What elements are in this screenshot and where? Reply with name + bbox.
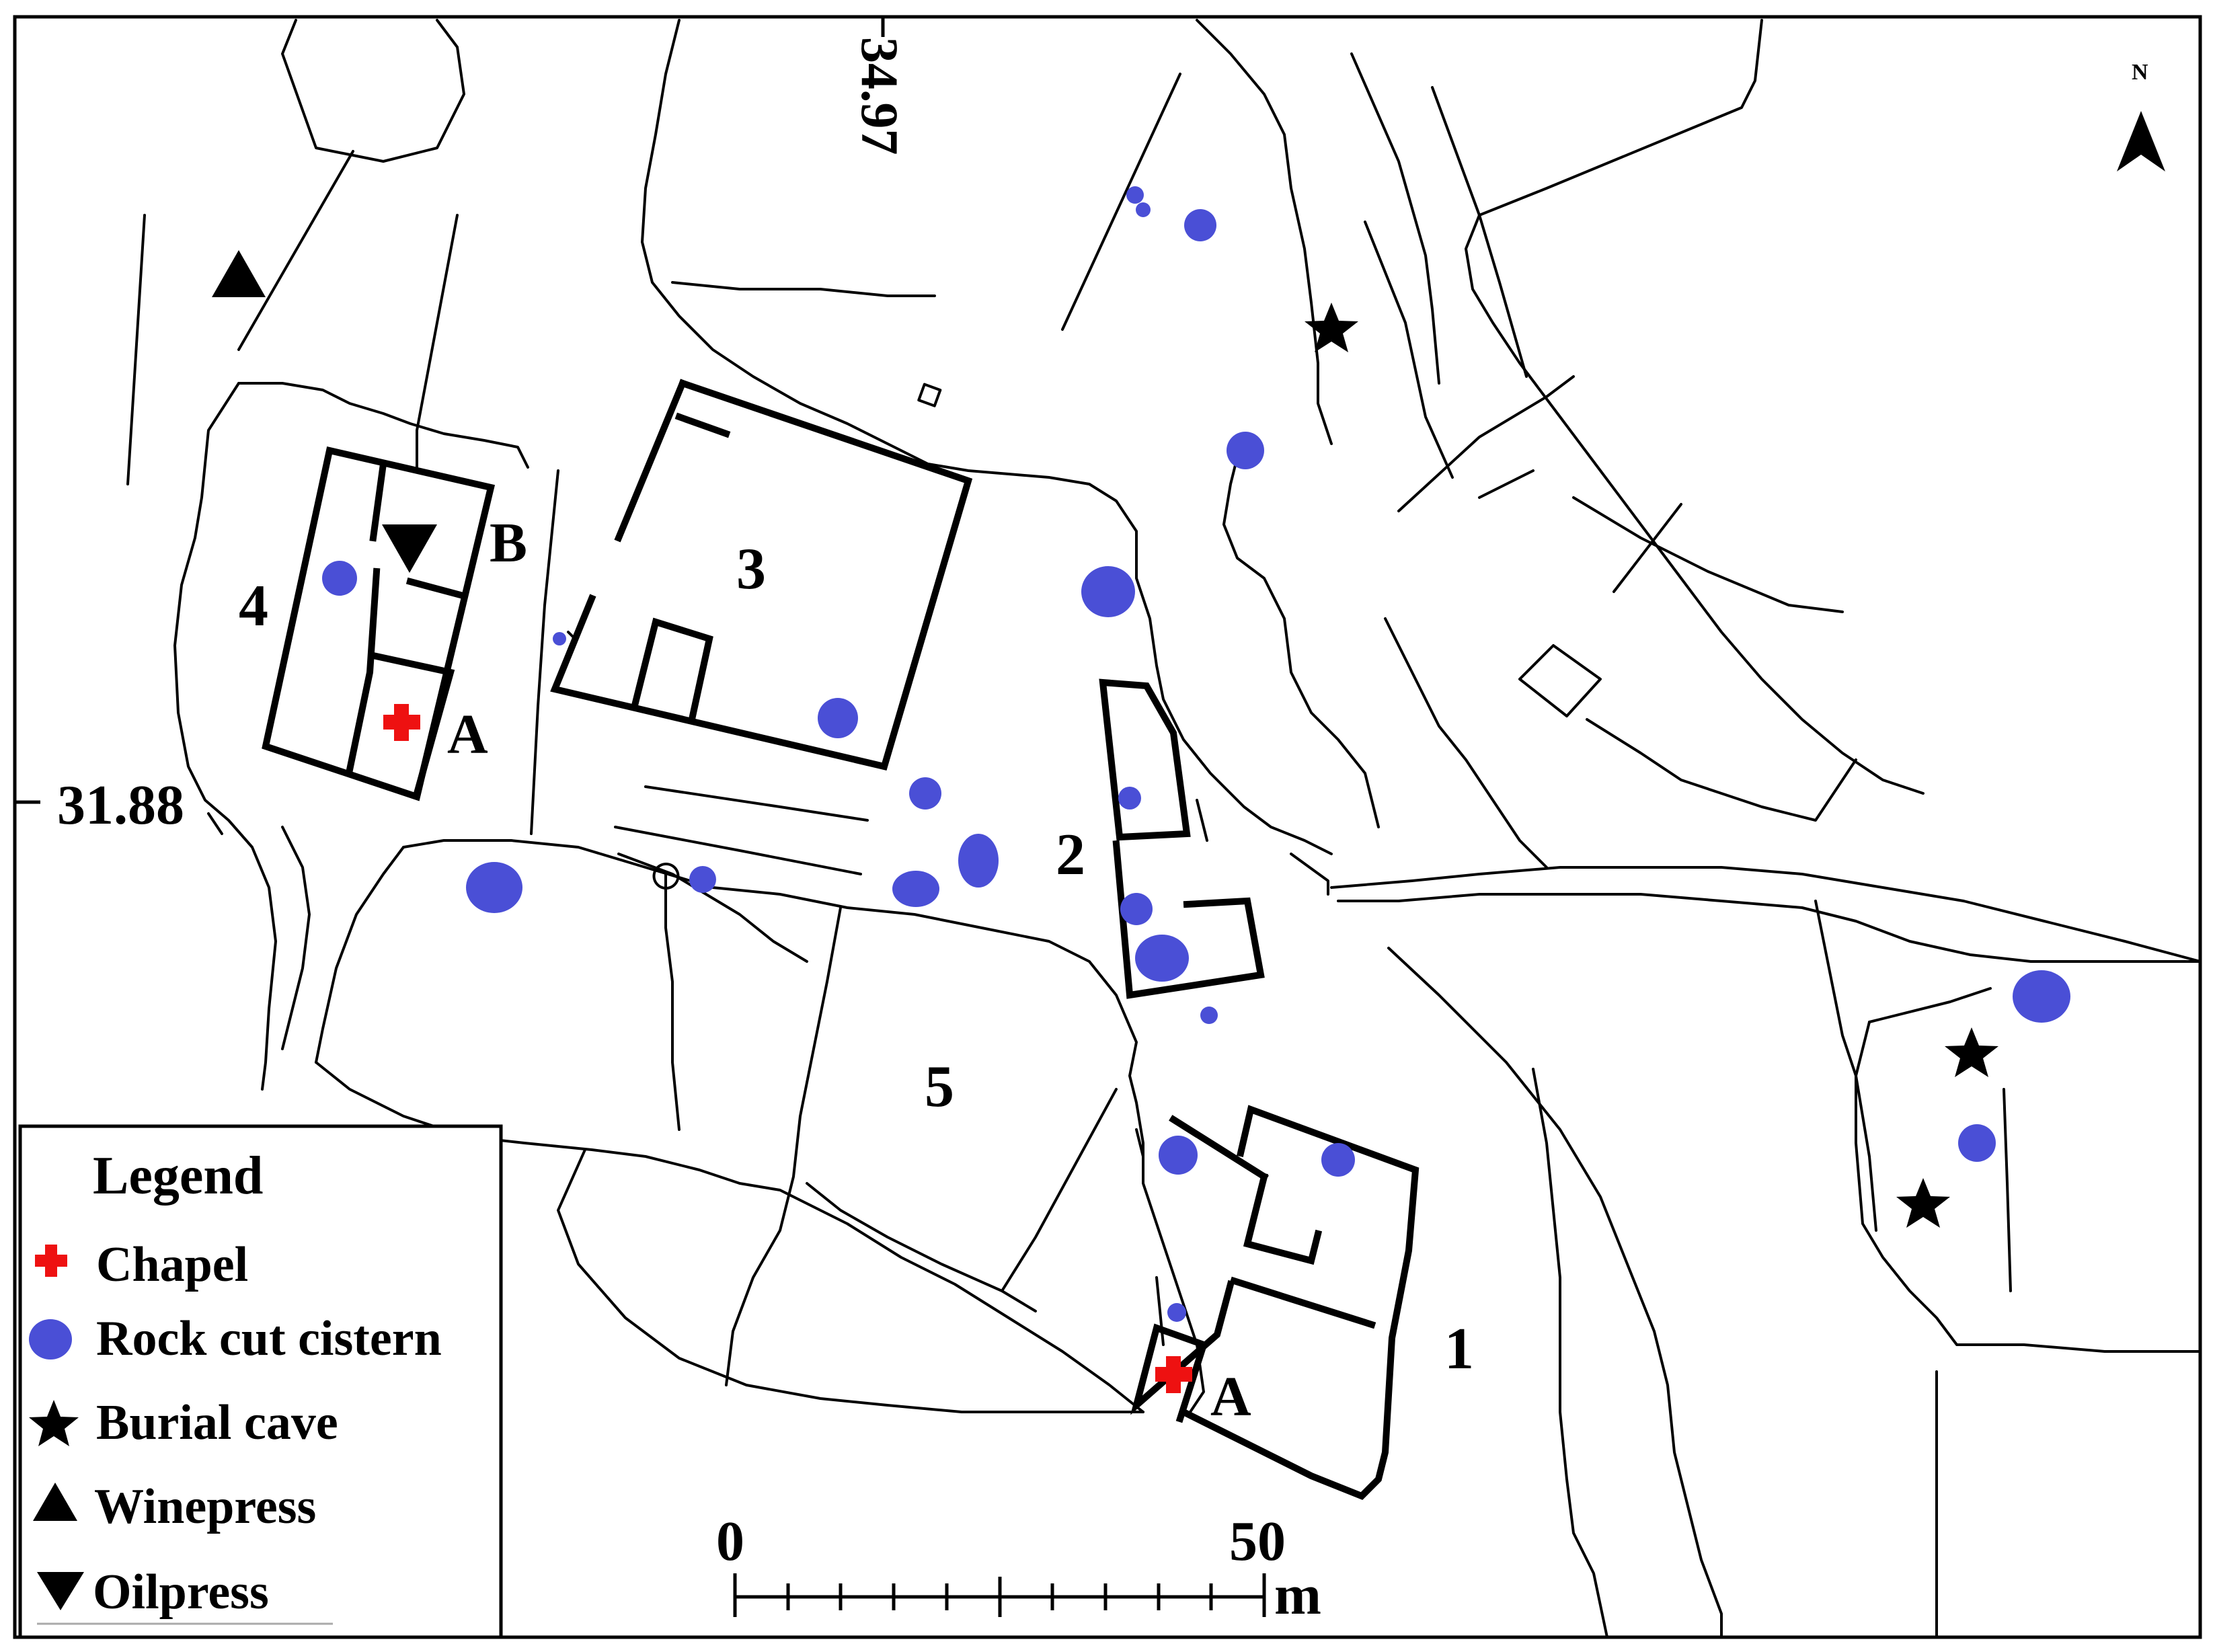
- cistern: [1135, 935, 1189, 982]
- site-4-walls: [262, 446, 496, 801]
- legend-box: [18, 1124, 503, 1639]
- north-arrow-icon: [2117, 111, 2165, 171]
- legend-title: Legend: [93, 1146, 263, 1206]
- cistern: [892, 871, 939, 907]
- terrain-lines: [126, 19, 2202, 1639]
- cistern: [1136, 202, 1151, 217]
- site-label-2: 2: [1056, 822, 1085, 888]
- cisterns: [322, 186, 2070, 1322]
- site-label-4: 4: [239, 574, 268, 639]
- chapel-icon: [383, 704, 420, 741]
- cistern: [1167, 1303, 1186, 1322]
- legend: Legend Chapel Rock cut cistern Burial ca…: [18, 1124, 503, 1639]
- star-icon: [29, 1400, 79, 1446]
- sub-label-4b: B: [490, 512, 527, 574]
- star-icon: [1896, 1178, 1950, 1228]
- scale-bar: 0 50 m: [716, 1510, 1321, 1626]
- site-3-walls: [550, 379, 973, 771]
- cistern: [1958, 1124, 1996, 1162]
- legend-item-label: Rock cut cistern: [96, 1311, 442, 1366]
- cistern: [818, 698, 858, 738]
- site-1-walls: [1130, 1105, 1420, 1500]
- vertical-grid-label: 34.97: [851, 37, 909, 155]
- cistern: [689, 866, 716, 893]
- chapel-icon: [35, 1245, 67, 1277]
- cistern: [909, 777, 941, 810]
- cistern: [553, 632, 566, 645]
- scale-start-label: 0: [716, 1510, 744, 1573]
- cistern: [1227, 432, 1264, 469]
- chapel-icon: [1155, 1356, 1192, 1393]
- star-icon: [1305, 303, 1358, 352]
- cistern: [322, 561, 357, 596]
- scale-end-label: 50: [1229, 1510, 1286, 1573]
- sub-label-4a: A: [447, 703, 488, 766]
- cistern: [1126, 186, 1144, 204]
- scale-unit-label: m: [1274, 1564, 1321, 1626]
- cistern: [1184, 209, 1216, 241]
- cistern: [466, 862, 522, 913]
- north-label: N: [2132, 60, 2148, 85]
- cistern: [1321, 1143, 1355, 1177]
- legend-item-label: Winepress: [94, 1479, 316, 1534]
- triangle-up-icon: [33, 1483, 77, 1521]
- star-icon: [1945, 1027, 1998, 1077]
- site-label-1: 1: [1444, 1316, 1474, 1382]
- triangle-down-icon: [382, 524, 437, 573]
- cistern: [1118, 787, 1141, 810]
- north-arrow: N: [2117, 60, 2165, 171]
- legend-item-label: Chapel: [96, 1237, 248, 1292]
- site-label-5: 5: [925, 1054, 954, 1119]
- legend-item-label: Burial cave: [96, 1395, 338, 1450]
- site-label-3: 3: [736, 537, 766, 602]
- cistern: [1120, 893, 1153, 925]
- cistern: [958, 834, 999, 888]
- horizontal-grid-label: 31.88: [57, 774, 184, 836]
- cistern-icon: [29, 1319, 72, 1360]
- legend-item-label: Oilpress: [93, 1565, 269, 1620]
- cistern: [1200, 1007, 1218, 1024]
- sub-label-1a: A: [1210, 1366, 1251, 1428]
- cistern: [1159, 1136, 1198, 1175]
- map-frame: [13, 15, 2202, 1639]
- site-2-walls: [1099, 678, 1265, 999]
- triangle-down-icon: [37, 1572, 84, 1610]
- triangle-up-icon: [212, 250, 266, 297]
- cistern: [1081, 566, 1135, 617]
- grid-ticks: [15, 17, 885, 804]
- cistern: [2013, 970, 2070, 1023]
